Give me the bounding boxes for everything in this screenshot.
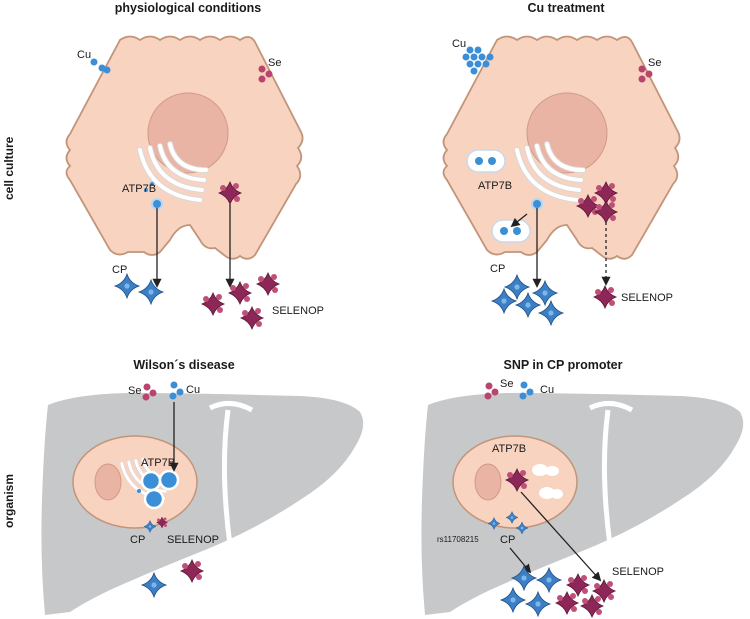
selenop-protein-icon bbox=[566, 573, 590, 597]
cu-label: Cu bbox=[452, 38, 466, 50]
selenop-label: SELENOP bbox=[621, 292, 673, 304]
panel-title-physiological: physiological conditions bbox=[115, 1, 262, 15]
cp-label: CP bbox=[130, 534, 145, 546]
selenop-label: SELENOP bbox=[167, 534, 219, 546]
copper-vesicle bbox=[143, 488, 165, 510]
se-label: Se bbox=[648, 57, 661, 69]
atp7b-label: ATP7B bbox=[478, 180, 512, 192]
selenop-protein-icon bbox=[555, 591, 579, 615]
panel-title-cu-treatment: Cu treatment bbox=[527, 1, 605, 15]
cp-protein-icon bbox=[114, 273, 140, 299]
copper-cluster bbox=[462, 46, 494, 75]
cp-label: CP bbox=[112, 264, 127, 276]
cu-label: Cu bbox=[540, 384, 554, 396]
selenop-label: SELENOP bbox=[612, 566, 664, 578]
nucleus bbox=[526, 92, 608, 174]
cu-label: Cu bbox=[186, 384, 200, 396]
cp-protein-icon bbox=[515, 292, 541, 318]
selenop-label: SELENOP bbox=[272, 305, 324, 317]
cp-protein-icon bbox=[536, 567, 562, 593]
panel-cu-treatment: Cu treatment ATP7B Cu Se CP bbox=[442, 1, 681, 326]
selenop-protein-icon bbox=[256, 272, 280, 296]
cp-protein-icon bbox=[138, 279, 164, 305]
selenop-protein-icon bbox=[593, 285, 617, 309]
se-label: Se bbox=[268, 57, 281, 69]
cp-protein-icon bbox=[538, 300, 564, 326]
cp-protein-icon bbox=[491, 288, 517, 314]
hepatocyte bbox=[72, 435, 198, 529]
selenop-protein-icon bbox=[580, 594, 604, 618]
copper-vesicle bbox=[140, 470, 162, 492]
panel-title-wilson: Wilson´s disease bbox=[133, 358, 234, 372]
row-label-organism: organism bbox=[2, 474, 16, 528]
copper-vesicle bbox=[491, 219, 531, 243]
se-label: Se bbox=[128, 385, 141, 397]
selenop-protein-icon bbox=[228, 281, 252, 305]
row-label-cell-culture: cell culture bbox=[2, 136, 16, 200]
atp7b-label: ATP7B bbox=[122, 183, 156, 195]
cp-protein-icon bbox=[500, 587, 526, 613]
nucleus bbox=[474, 463, 502, 501]
cp-label: CP bbox=[490, 263, 505, 275]
selenop-protein-icon bbox=[240, 306, 264, 330]
copper-vesicle bbox=[151, 198, 163, 210]
nucleus bbox=[147, 92, 229, 174]
cu-label: Cu bbox=[77, 49, 91, 61]
selenop-protein-icon bbox=[180, 559, 204, 583]
cp-protein-icon bbox=[504, 274, 530, 300]
cp-protein-icon bbox=[141, 572, 167, 598]
snp-id-label: rs11708215 bbox=[437, 535, 479, 544]
atp7b-label: ATP7B bbox=[492, 443, 526, 455]
copper-vesicle bbox=[466, 149, 506, 173]
selenop-protein-icon bbox=[201, 292, 225, 316]
se-label: Se bbox=[500, 378, 513, 390]
nucleus bbox=[94, 463, 122, 501]
panel-physiological: physiological conditions ATP7B Cu Se CP … bbox=[65, 1, 324, 330]
cp-protein-icon bbox=[525, 591, 551, 617]
panel-title-snp: SNP in CP promoter bbox=[503, 358, 622, 372]
panel-wilson: Wilson´s disease ATP7B CP SELENOP Se Cu bbox=[41, 358, 364, 615]
cp-label: CP bbox=[500, 534, 515, 546]
atp7b-label: ATP7B bbox=[141, 457, 175, 469]
copper-vesicle bbox=[158, 469, 180, 491]
panel-snp: SNP in CP promoter ATP7B rs11708215 CP S… bbox=[421, 358, 744, 618]
